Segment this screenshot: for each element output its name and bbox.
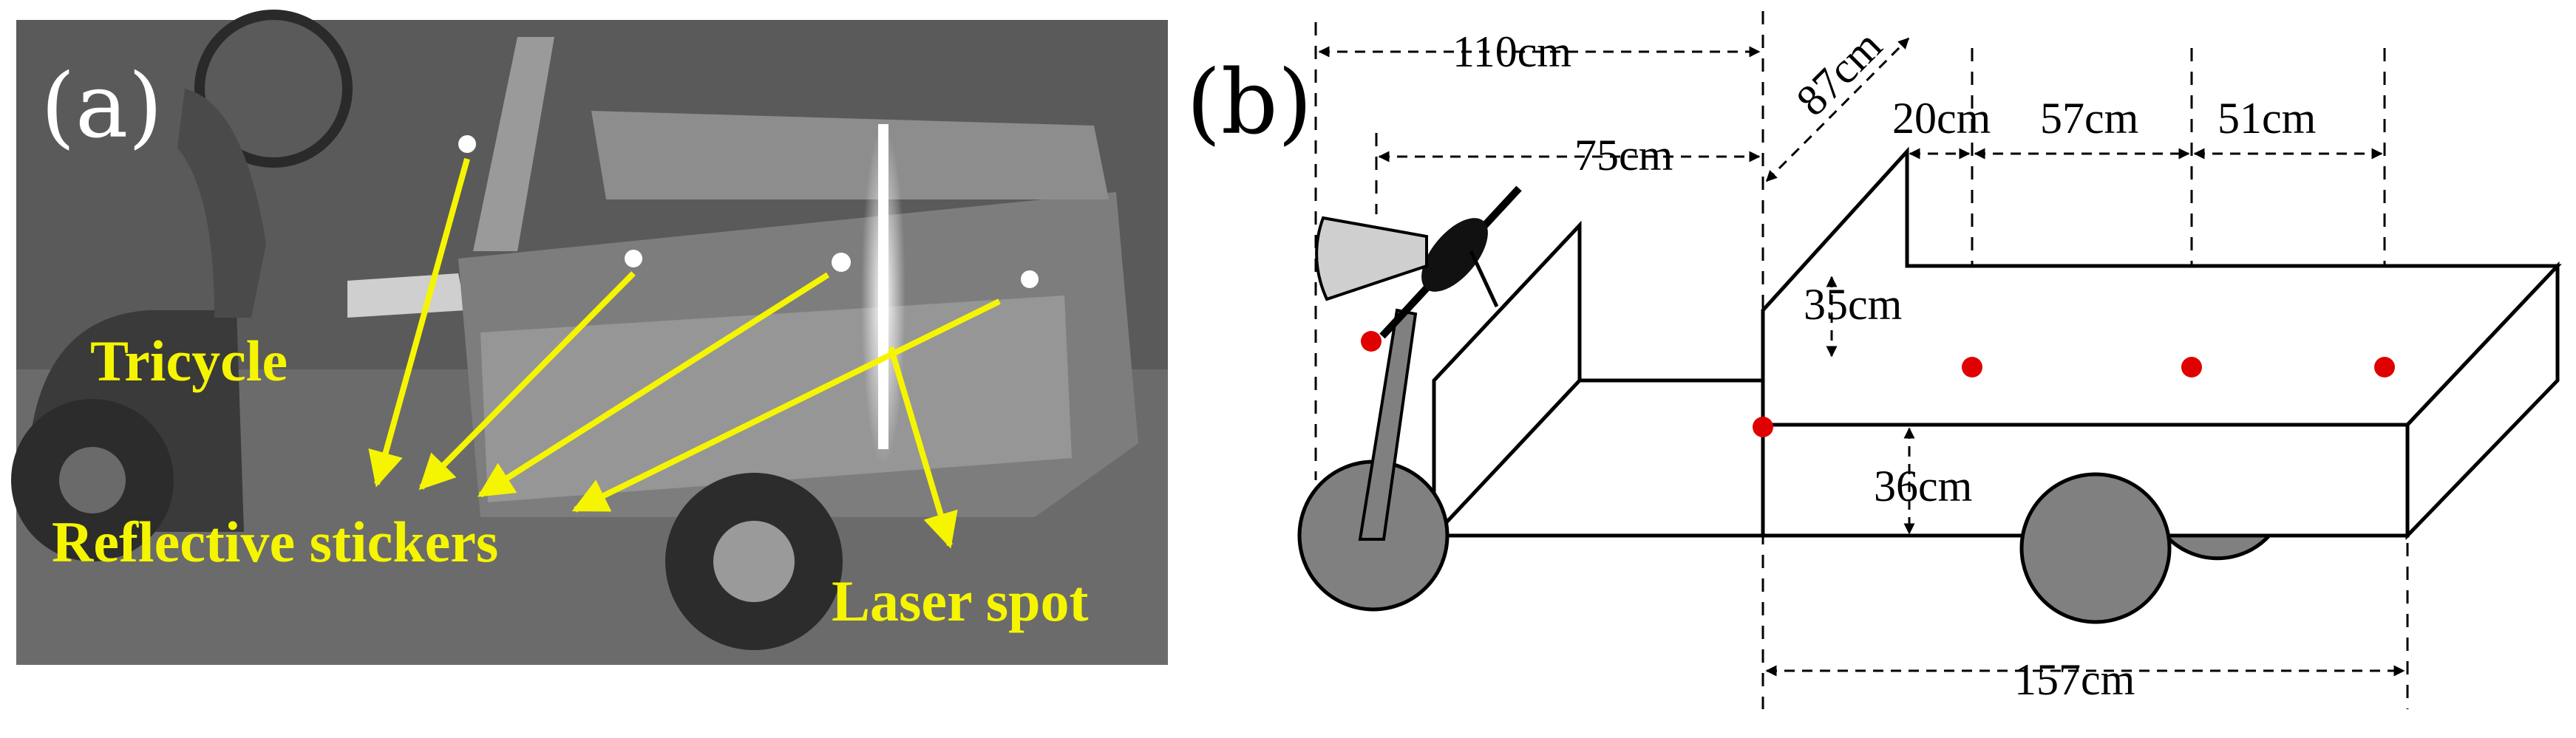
annotation-arrows	[368, 157, 1001, 549]
sticker-marker-3	[2374, 357, 2395, 377]
arrow-sticker-3	[477, 272, 830, 498]
reflective-sticker-2	[625, 250, 642, 267]
dimension-lines	[1318, 37, 2405, 677]
headlight-body	[1421, 218, 1488, 292]
rear-wheel-hidden	[2161, 533, 2274, 561]
arrow-sticker-1	[368, 157, 470, 488]
rear-wheel	[2019, 472, 2172, 624]
cargo-box-rail-top	[473, 37, 554, 251]
tricycle-seat	[347, 273, 466, 318]
panel-label-b: (b)	[1186, 52, 1312, 154]
dim-label-bed-length: 157cm	[2014, 655, 2135, 704]
front-fork	[1358, 308, 1418, 541]
panel-b-schematic: (b)	[1186, 11, 2562, 709]
reflective-sticker-4	[1021, 270, 1039, 288]
sticker-marker-front	[1361, 331, 1382, 352]
tricycle-handlebar-stem	[177, 89, 266, 318]
label-reflective-stickers: Reflective stickers	[52, 510, 498, 574]
background-bicycle-wheel	[194, 10, 353, 168]
dim-label-bed-height: 36cm	[1874, 462, 1972, 510]
panel-label-a: (a)	[41, 55, 163, 158]
dim-label-overall-front: 110cm	[1452, 27, 1571, 76]
cab-outline	[1432, 220, 1763, 541]
tricycle-front-hub	[59, 447, 126, 513]
dim-label-wall-height: 35cm	[1804, 280, 1902, 329]
dim-label-depth: 87cm	[1787, 21, 1892, 125]
dim-label-cab: 75cm	[1574, 131, 1673, 180]
reflective-sticker-3	[832, 253, 851, 272]
sticker-markers	[1361, 331, 2395, 437]
laser-spot-streak	[861, 124, 905, 465]
dim-label-gap-first: 20cm	[1892, 94, 1991, 143]
dim-label-gap-third: 51cm	[2218, 94, 2316, 143]
arrow-sticker-2	[418, 271, 636, 491]
dim-line-87	[1765, 37, 1910, 182]
laser-line	[878, 124, 888, 449]
label-tricycle: Tricycle	[90, 329, 288, 393]
label-laser-spot: Laser spot	[832, 569, 1088, 633]
horn	[1315, 216, 1428, 301]
horn-strut	[1469, 250, 1499, 308]
arrow-sticker-4	[571, 298, 1001, 513]
dim-label-gap-second: 57cm	[2040, 94, 2138, 143]
sticker-marker-1	[1962, 357, 1982, 377]
sticker-marker-2	[2181, 357, 2202, 377]
arrow-laser-spot	[888, 346, 958, 549]
tricycle-rear-hub	[713, 521, 795, 602]
reflective-sticker-dots	[458, 135, 1039, 288]
cargo-box-back-rail	[591, 111, 1109, 199]
sticker-marker-bed-corner	[1753, 417, 1773, 437]
reflective-sticker-1	[458, 135, 476, 153]
panel-a-photo: (a) Tricycle Reflective stickers Laser s…	[11, 10, 1168, 665]
cab-back-panel	[1432, 220, 1582, 541]
